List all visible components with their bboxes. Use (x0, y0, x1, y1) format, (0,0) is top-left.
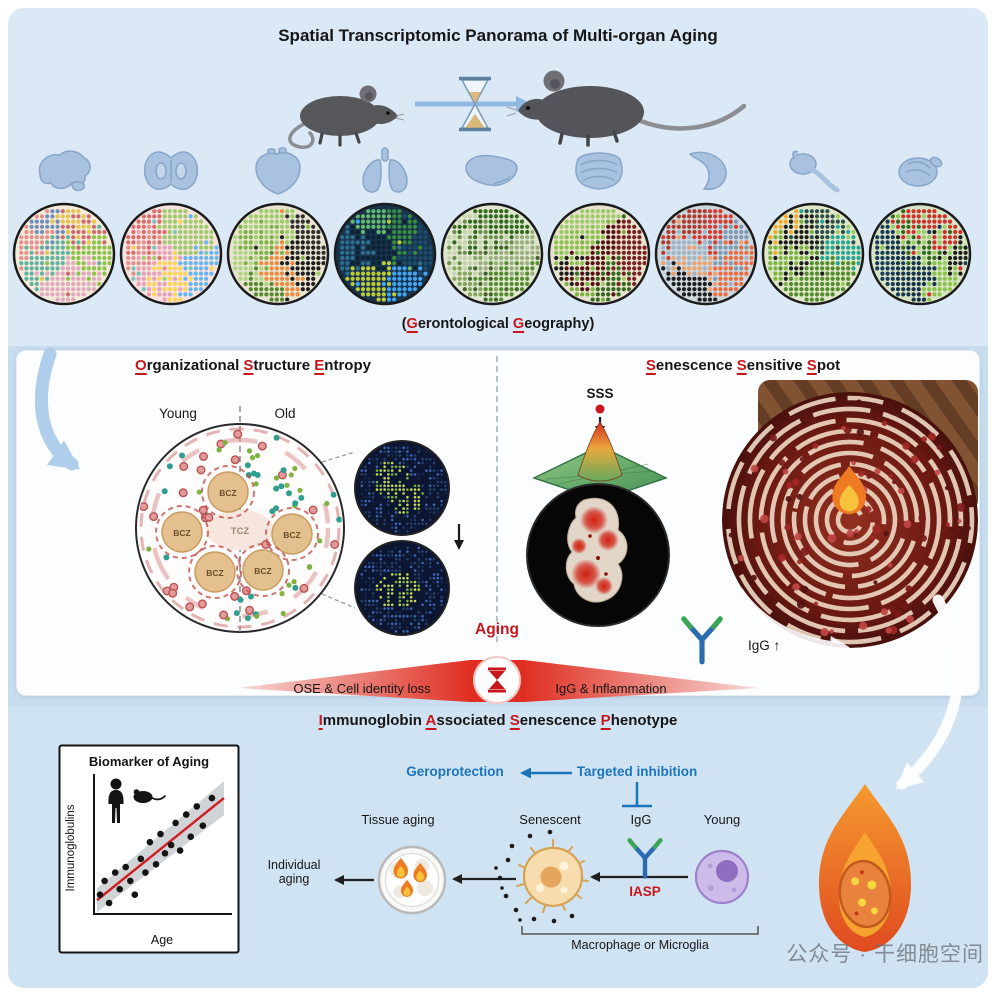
figure-title: Spatial Transcriptomic Panorama of Multi… (0, 26, 996, 46)
targeted-inhibition-label: Targeted inhibition (570, 764, 704, 779)
individual-aging-label: Individual aging (256, 858, 332, 886)
middle-panels (16, 350, 980, 696)
igg-label: IgG (616, 812, 666, 827)
iasp-label: IASP (618, 884, 672, 899)
watermark: 公众号 · 干细胞空间 (700, 938, 984, 968)
spleen-icon (674, 146, 738, 198)
panel-divider (496, 356, 498, 642)
spot-circle-spleen (654, 202, 758, 306)
geroprotection-label: Geroprotection (395, 764, 515, 779)
tissue-aging-label: Tissue aging (348, 812, 448, 827)
brain-icon (32, 146, 96, 198)
spot-circle-brain (12, 202, 116, 306)
ose-panel-title: Organizational Structure Entropy (16, 357, 490, 374)
liver-icon (460, 146, 524, 198)
spot-circle-intestine (547, 202, 651, 306)
caption-gerontological-geography: (Gerontological Geography) (0, 316, 996, 332)
spot-circle-liver (440, 202, 544, 306)
epididymis-icon (781, 146, 845, 198)
testis-icon (888, 146, 952, 198)
iasp-title: Immunoglobin Associated Senescence Pheno… (0, 712, 996, 729)
intestine-icon (567, 146, 631, 198)
sss-panel-title: Senescence Sensitive Spot (506, 357, 980, 374)
spot-circle-testis (868, 202, 972, 306)
senescent-label: Senescent (505, 812, 595, 827)
spot-circle-lung (333, 202, 437, 306)
brain-section-icon (139, 146, 203, 198)
lung-icon (353, 146, 417, 198)
heart-icon (246, 146, 310, 198)
spot-circle-brain-section (119, 202, 223, 306)
young-label-bottom: Young (692, 812, 752, 827)
spot-circle-heart (226, 202, 330, 306)
spot-circle-epididymis (761, 202, 865, 306)
